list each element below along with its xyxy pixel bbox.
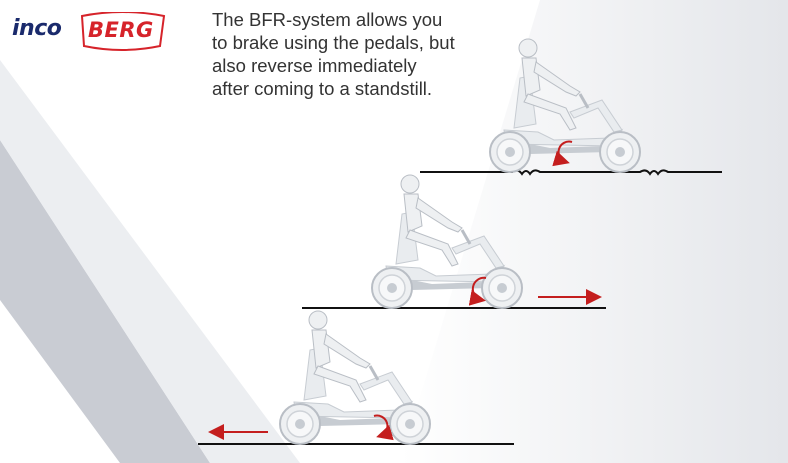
ground-line-1 xyxy=(420,169,722,176)
logo-word-berg: BERG xyxy=(88,18,154,42)
incoberg-logo: inco BERG xyxy=(12,12,168,52)
kart-1 xyxy=(490,39,640,172)
pedal-rotation-arrow-1 xyxy=(552,140,573,167)
pedal-rotation-arrow-3 xyxy=(373,414,394,441)
caption-line-1: The BFR-system allows you xyxy=(212,9,443,30)
scene-braking xyxy=(420,39,722,176)
caption-line-3: also reverse immediately xyxy=(212,55,417,76)
caption-line-2: to brake using the pedals, but xyxy=(212,32,455,53)
caption-line-4: after coming to a standstill. xyxy=(212,78,433,99)
kart-2 xyxy=(372,175,522,308)
berg-shield-icon xyxy=(80,12,166,51)
scene-forward-drive xyxy=(302,175,606,308)
kart-3 xyxy=(280,311,430,444)
background-right-wedge xyxy=(400,0,788,463)
background-left-band-light xyxy=(0,60,300,463)
logo-word-inco: inco xyxy=(12,16,62,41)
caption: The BFR-system allows you to brake using… xyxy=(212,8,512,100)
scene-reverse-drive xyxy=(198,311,514,444)
pedal-rotation-arrow-2 xyxy=(468,276,487,306)
